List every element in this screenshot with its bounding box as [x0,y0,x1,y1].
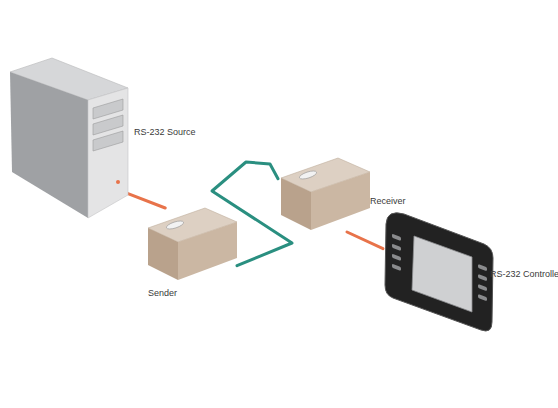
device-label: Receiver [370,196,406,206]
controller-buttons [392,234,487,302]
tower-side [10,72,88,218]
box-left [148,228,178,280]
sender-box: Sender [145,208,237,282]
touch-controller-art [383,212,493,334]
drive-bay [93,115,123,135]
sender-box-art [145,208,237,282]
device-label: RS-232 Controller [490,269,558,279]
tower-front [88,88,128,218]
receiver-box-art [278,158,370,232]
box-right [178,222,237,280]
receiver-box: Receiver [278,158,370,232]
box-left [281,178,311,230]
box-logo [166,219,185,230]
drive-bay [93,99,123,119]
device-label: RS-232 Source [134,127,196,137]
controller-screen [412,236,472,312]
touch-controller: RS-232 Controller [383,212,493,334]
box-logo [299,169,318,180]
serial-cable [347,232,383,249]
controller-bezel [385,213,493,331]
computer-tower-art [10,55,128,220]
device-label: Sender [148,288,177,298]
box-right [311,172,370,230]
computer-tower: RS-232 Source [10,55,128,220]
serial-cable [128,194,165,208]
drive-bay [93,131,123,151]
power-led [116,180,120,184]
